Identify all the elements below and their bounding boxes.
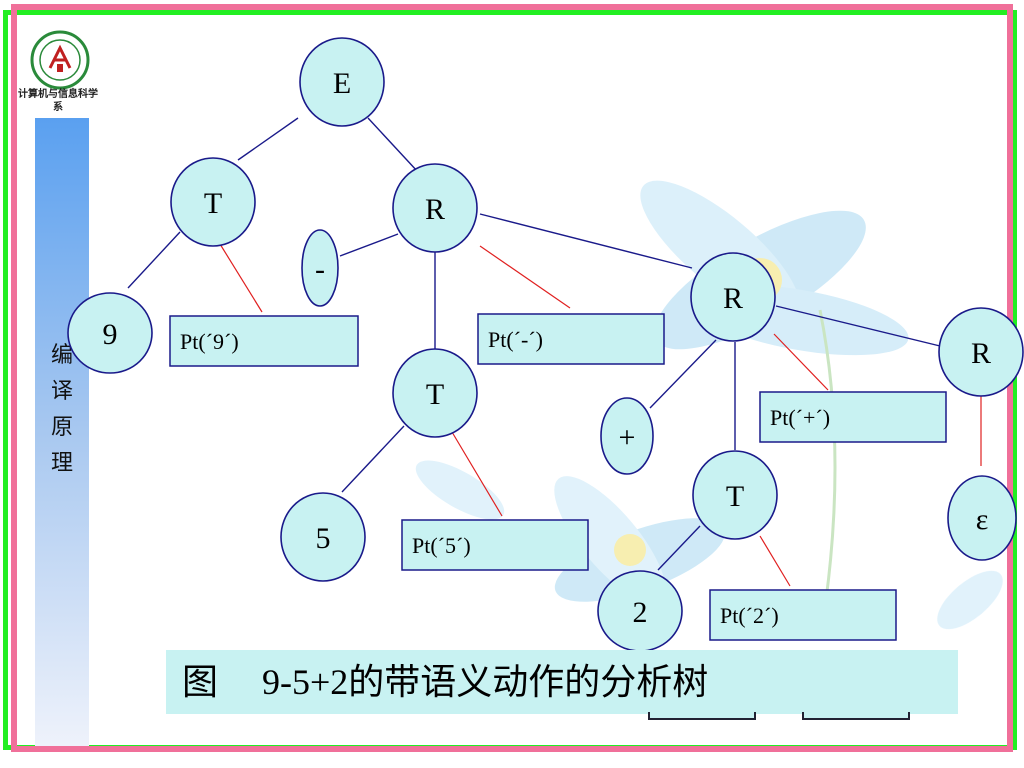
caption-text: 9-5+2的带语义动作的分析树 <box>262 662 709 702</box>
course-title-char: 原 <box>50 415 73 440</box>
tree-edge <box>237 117 299 161</box>
action-edge <box>759 535 791 587</box>
tree-node-minus: - <box>301 229 339 307</box>
action-edge <box>219 243 263 313</box>
action-box-ptminus: Pt(´-´) <box>477 313 665 365</box>
action-label: Pt(´-´) <box>488 327 543 352</box>
course-title-char: 编 <box>50 343 73 368</box>
caption-tab-right <box>802 712 910 720</box>
tree-edge <box>649 339 717 409</box>
node-label: R <box>425 193 445 226</box>
action-edge <box>773 333 829 391</box>
tree-node-R2: R <box>690 252 776 342</box>
tree-edge <box>367 117 419 173</box>
node-label: R <box>723 282 743 315</box>
action-label: Pt(´5´) <box>412 533 471 558</box>
action-label: Pt(´+´) <box>770 405 830 430</box>
node-label: - <box>315 253 325 286</box>
action-label: Pt(´9´) <box>180 329 239 354</box>
department-name: 计算机与信息科学系 <box>18 89 98 113</box>
action-box-pt9: Pt(´9´) <box>169 315 359 367</box>
node-label: T <box>204 187 222 220</box>
node-label: R <box>971 337 991 370</box>
caption-prefix: 图 <box>182 662 219 702</box>
node-label: 9 <box>103 318 118 351</box>
course-title-char: 译 <box>50 379 73 404</box>
tree-node-R1: R <box>392 163 478 253</box>
figure-caption: 图 9-5+2的带语义动作的分析树 <box>166 650 958 714</box>
tree-edge <box>479 213 693 269</box>
node-label: 5 <box>316 522 331 555</box>
node-label: + <box>619 421 636 454</box>
course-title-char: 理 <box>50 451 73 476</box>
tree-edge <box>339 233 399 257</box>
action-box-pt5: Pt(´5´) <box>401 519 589 571</box>
action-edge <box>479 245 571 309</box>
tree-edge <box>341 425 405 493</box>
action-label: Pt(´2´) <box>720 603 779 628</box>
node-label: ε <box>976 503 989 536</box>
node-label: T <box>726 480 744 513</box>
university-logo <box>24 28 96 120</box>
tree-edge <box>657 525 701 571</box>
tree-node-plus: + <box>600 397 654 475</box>
tree-edge <box>775 305 941 347</box>
tree-edge <box>127 231 181 289</box>
node-label: E <box>333 67 351 100</box>
action-box-pt2: Pt(´2´) <box>709 589 897 641</box>
course-sidebar: 编 译 原 理 <box>35 118 89 746</box>
tree-node-E: E <box>299 37 385 127</box>
tree-node-T2: T <box>392 348 478 438</box>
node-label: T <box>426 378 444 411</box>
action-edge <box>451 431 503 517</box>
caption-tab-left <box>648 712 756 720</box>
node-label: 2 <box>633 596 648 629</box>
tree-node-n2: 2 <box>597 570 683 652</box>
tree-node-R3: R <box>938 307 1024 397</box>
course-title: 编 译 原 理 <box>35 338 89 482</box>
action-box-ptplus: Pt(´+´) <box>759 391 947 443</box>
tree-node-n5: 5 <box>280 492 366 582</box>
tree-node-T3: T <box>692 450 778 540</box>
tree-node-n9: 9 <box>67 292 153 374</box>
tree-node-T1: T <box>170 157 256 247</box>
tree-node-eps: ε <box>947 475 1017 561</box>
